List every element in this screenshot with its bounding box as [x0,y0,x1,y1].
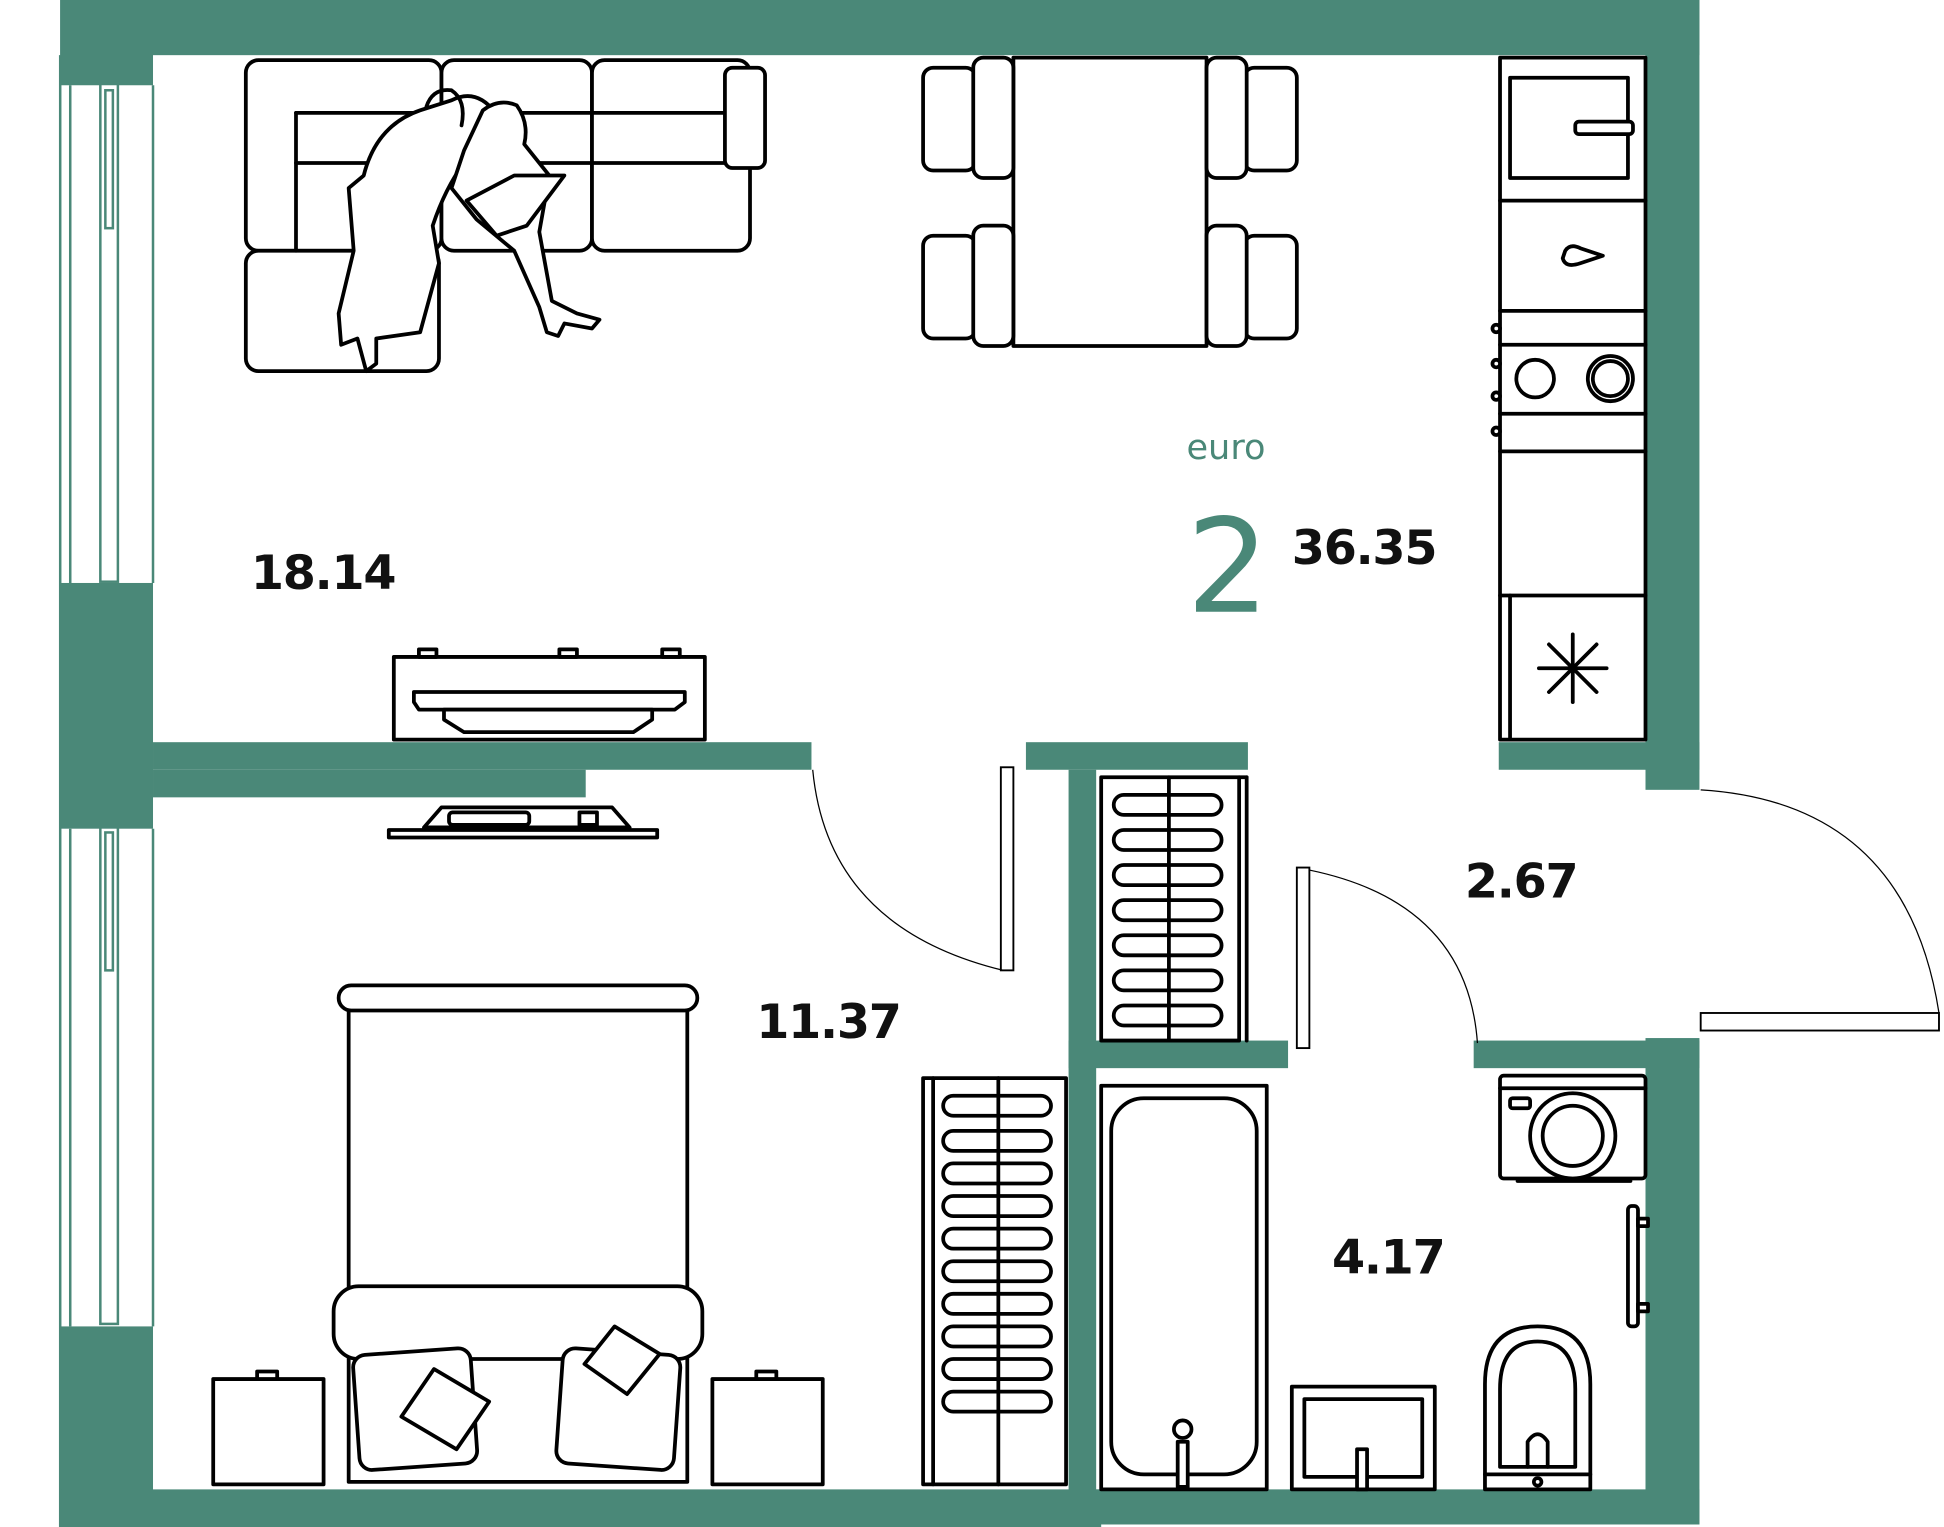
door-bedroom [812,766,1015,972]
total-area: 36.35 [1292,521,1436,576]
room-area-hallway: 2.67 [1465,855,1578,910]
toilet-icon [1483,1324,1593,1492]
rooms-count: 2 [1186,491,1269,643]
nightstand-left-icon [211,1369,326,1487]
sink-icon [1289,1384,1437,1492]
windows [58,55,155,1527]
apartment-type-label: euro [1186,427,1265,468]
snowflake-icon [1537,632,1609,704]
door-entrance [1699,789,1940,1032]
room-area-living: 18.14 [251,546,395,601]
room-area-bedroom: 11.37 [756,995,900,1050]
kitchen-counter-icon [1490,55,1648,742]
room-area-bathroom: 4.17 [1332,1231,1445,1286]
towel-rail-icon [1626,1204,1650,1329]
bed-icon [331,983,705,1484]
door-bathroom [1295,866,1479,1050]
wardrobe-hallway-icon [1099,775,1249,1043]
dining-table-icon [921,55,1299,348]
wardrobe-bedroom-icon [921,1076,1068,1487]
people-with-laptop-icon [336,88,602,373]
tv-stand-icon [391,647,707,742]
washing-machine-icon [1498,1073,1648,1183]
bathtub-icon [1099,1083,1269,1492]
walls [60,0,1700,1527]
tv-icon [386,805,660,840]
nightstand-right-icon [710,1369,825,1487]
